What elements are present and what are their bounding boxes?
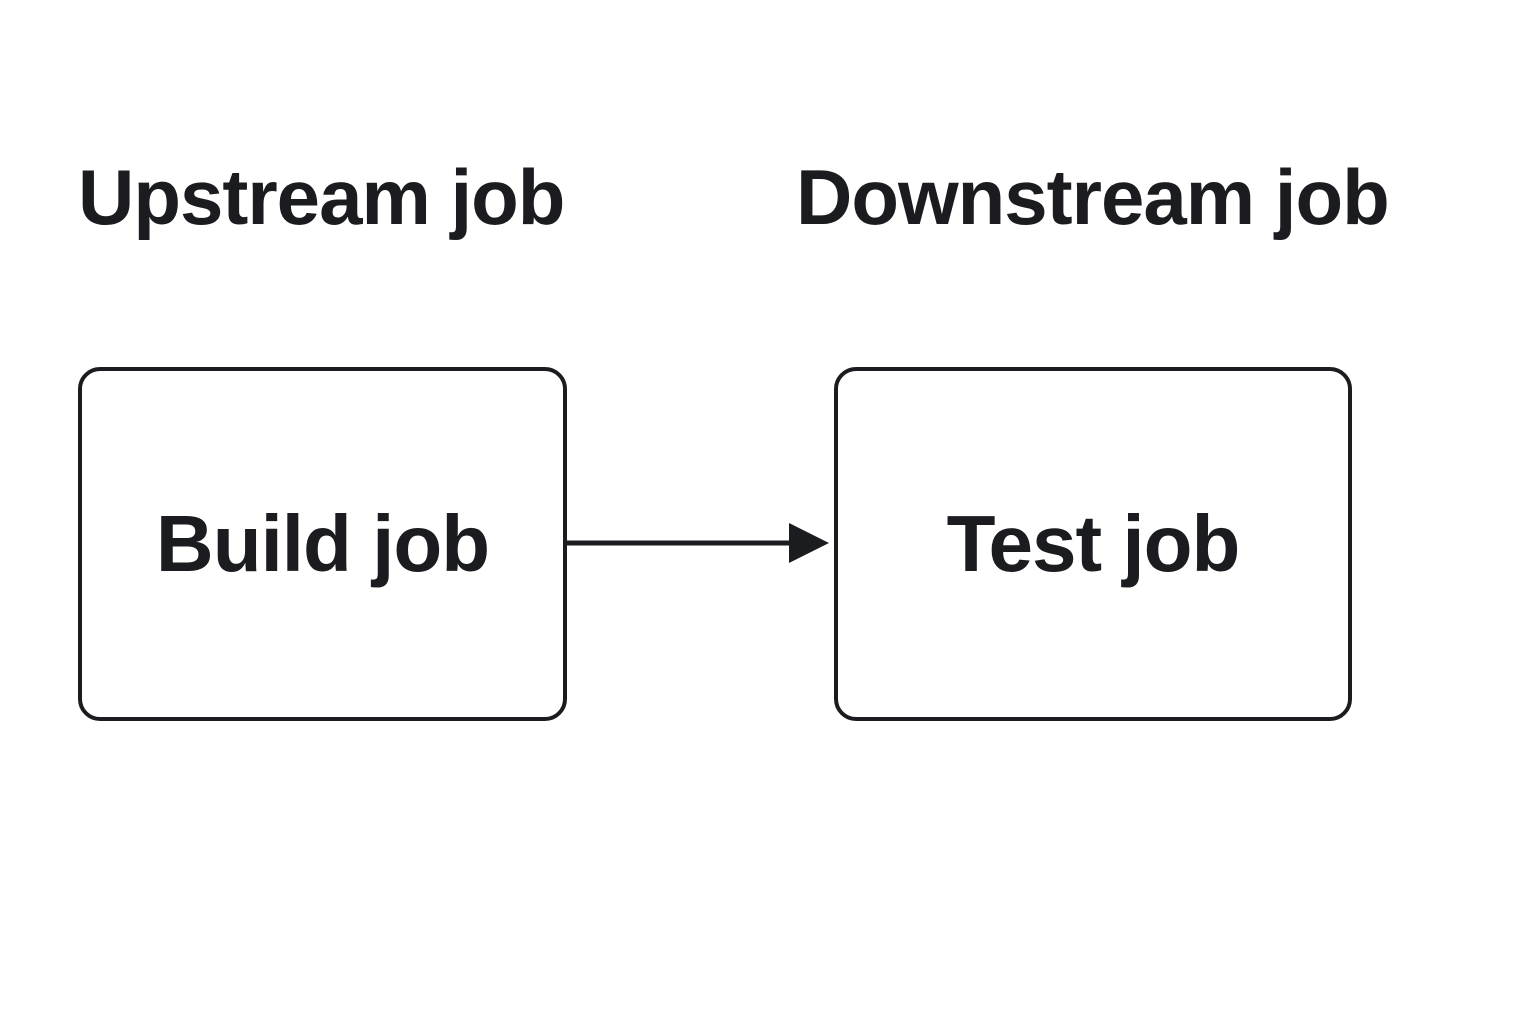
test-job-label: Test job — [946, 499, 1241, 588]
arrow-head — [789, 523, 829, 563]
downstream-heading: Downstream job — [796, 153, 1390, 241]
build-job-label: Build job — [155, 499, 490, 588]
upstream-heading: Upstream job — [78, 153, 565, 241]
test-job-node: Test job — [834, 367, 1352, 721]
build-job-node: Build job — [78, 367, 567, 721]
